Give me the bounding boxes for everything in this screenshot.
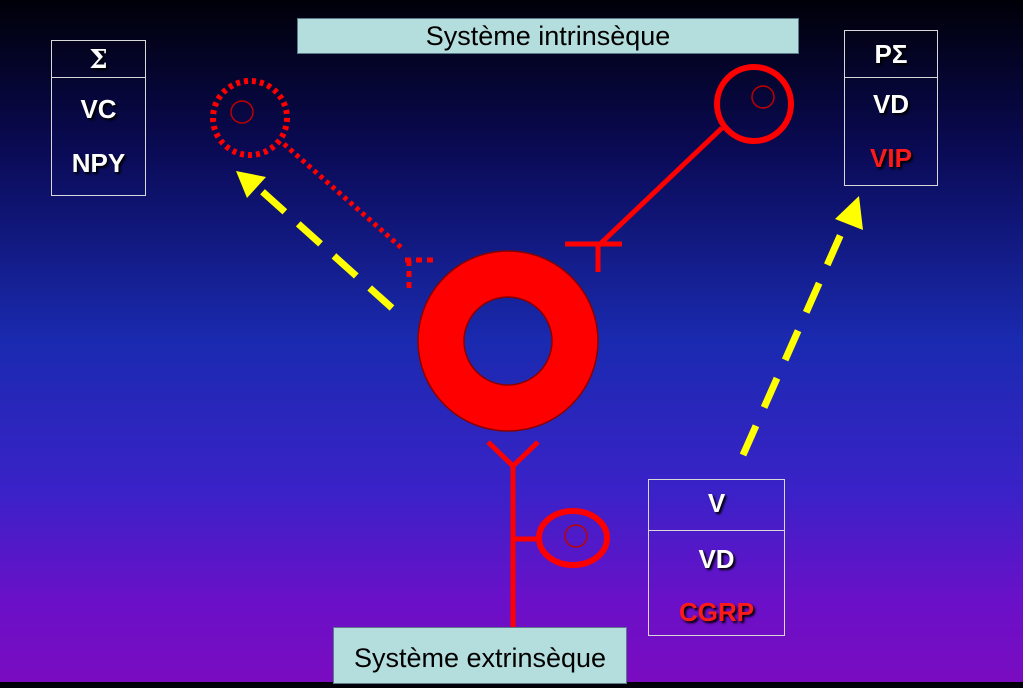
sensory-table: V VD CGRP	[648, 479, 785, 636]
central-vessel-ring	[417, 250, 599, 432]
table-row: NPY	[71, 148, 126, 178]
table-row-highlight: CGRP	[678, 597, 755, 627]
table-row: VC	[80, 94, 117, 124]
sensory-neuron	[486, 440, 610, 628]
parasympathetic-neuron	[565, 64, 794, 272]
table-header: V	[649, 480, 784, 531]
arrow-to-right-table	[739, 196, 863, 457]
sympathetic-neuron-dotted	[210, 78, 436, 290]
table-header: PΣ	[845, 31, 937, 78]
table-row: VD	[698, 544, 735, 574]
table-header: Σ	[52, 41, 145, 78]
extrinsic-system-label: Système extrinsèque	[333, 627, 627, 684]
arrow-to-left-table	[236, 171, 395, 311]
intrinsic-system-label: Système intrinsèque	[297, 18, 799, 54]
table-row: VD	[872, 89, 910, 119]
parasympathetic-table: PΣ VD VIP	[844, 30, 938, 186]
sympathetic-table: Σ VC NPY	[51, 40, 146, 196]
table-row-highlight: VIP	[870, 143, 912, 173]
